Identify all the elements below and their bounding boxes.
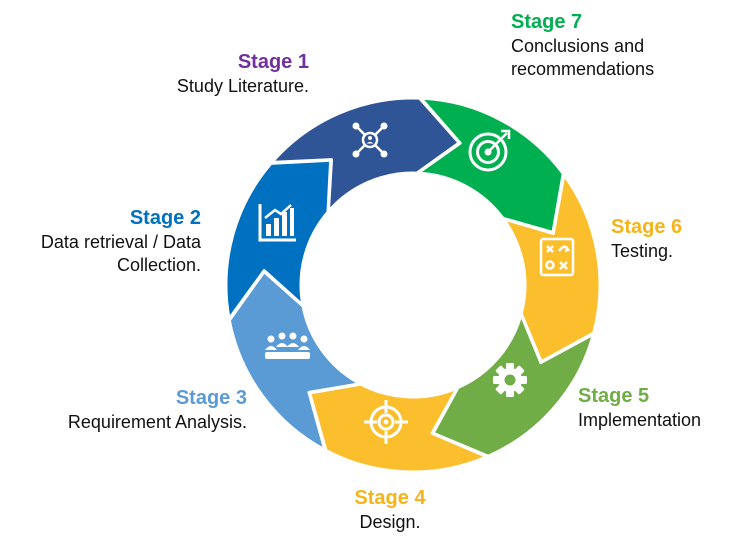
stage-4-title: Stage 4 [354,487,426,509]
stage-6-title: Stage 6 [611,216,683,238]
stage-1-segment [270,96,461,214]
stage-7-title: Stage 7 [511,11,583,33]
stage-6-label: Stage 6 Testing. [611,215,682,263]
target-crosshair-icon [364,400,408,444]
stage-1-label: Stage 1 Study Literature. [177,50,309,98]
stage-3-description: Requirement Analysis. [67,412,247,432]
stage-7-segment [416,96,565,234]
stage-2-description: Data retrieval / Data Collection. [40,232,201,275]
network-icon [352,122,388,158]
stage-5-description: Implementation [578,410,702,430]
stage-6-description: Testing. [611,241,674,261]
gear-icon [493,363,527,397]
bar-chart-icon [258,204,296,242]
team-meeting-icon [265,332,310,359]
stage-2-label: Stage 2 Data retrieval / Data Collection… [0,206,201,276]
stage-5-title: Stage 5 [578,385,650,407]
stage-2-title: Stage 2 [129,207,201,229]
stage-7-description: Conclusions and recommendations [511,36,655,79]
stage-4-description: Design. [359,512,421,532]
stage-4-label: Stage 4 Design. [330,486,450,534]
bullseye-arrow-icon [468,129,511,172]
strategy-board-icon [539,237,575,277]
stage-5-label: Stage 5 Implementation [578,384,701,432]
stage-7-label: Stage 7 Conclusions and recommendations [511,10,711,80]
stage-1-title: Stage 1 [237,51,309,73]
stage-3-label: Stage 3 Requirement Analysis. [68,386,247,434]
stage-3-title: Stage 3 [175,387,247,409]
stage-1-description: Study Literature. [176,76,309,96]
